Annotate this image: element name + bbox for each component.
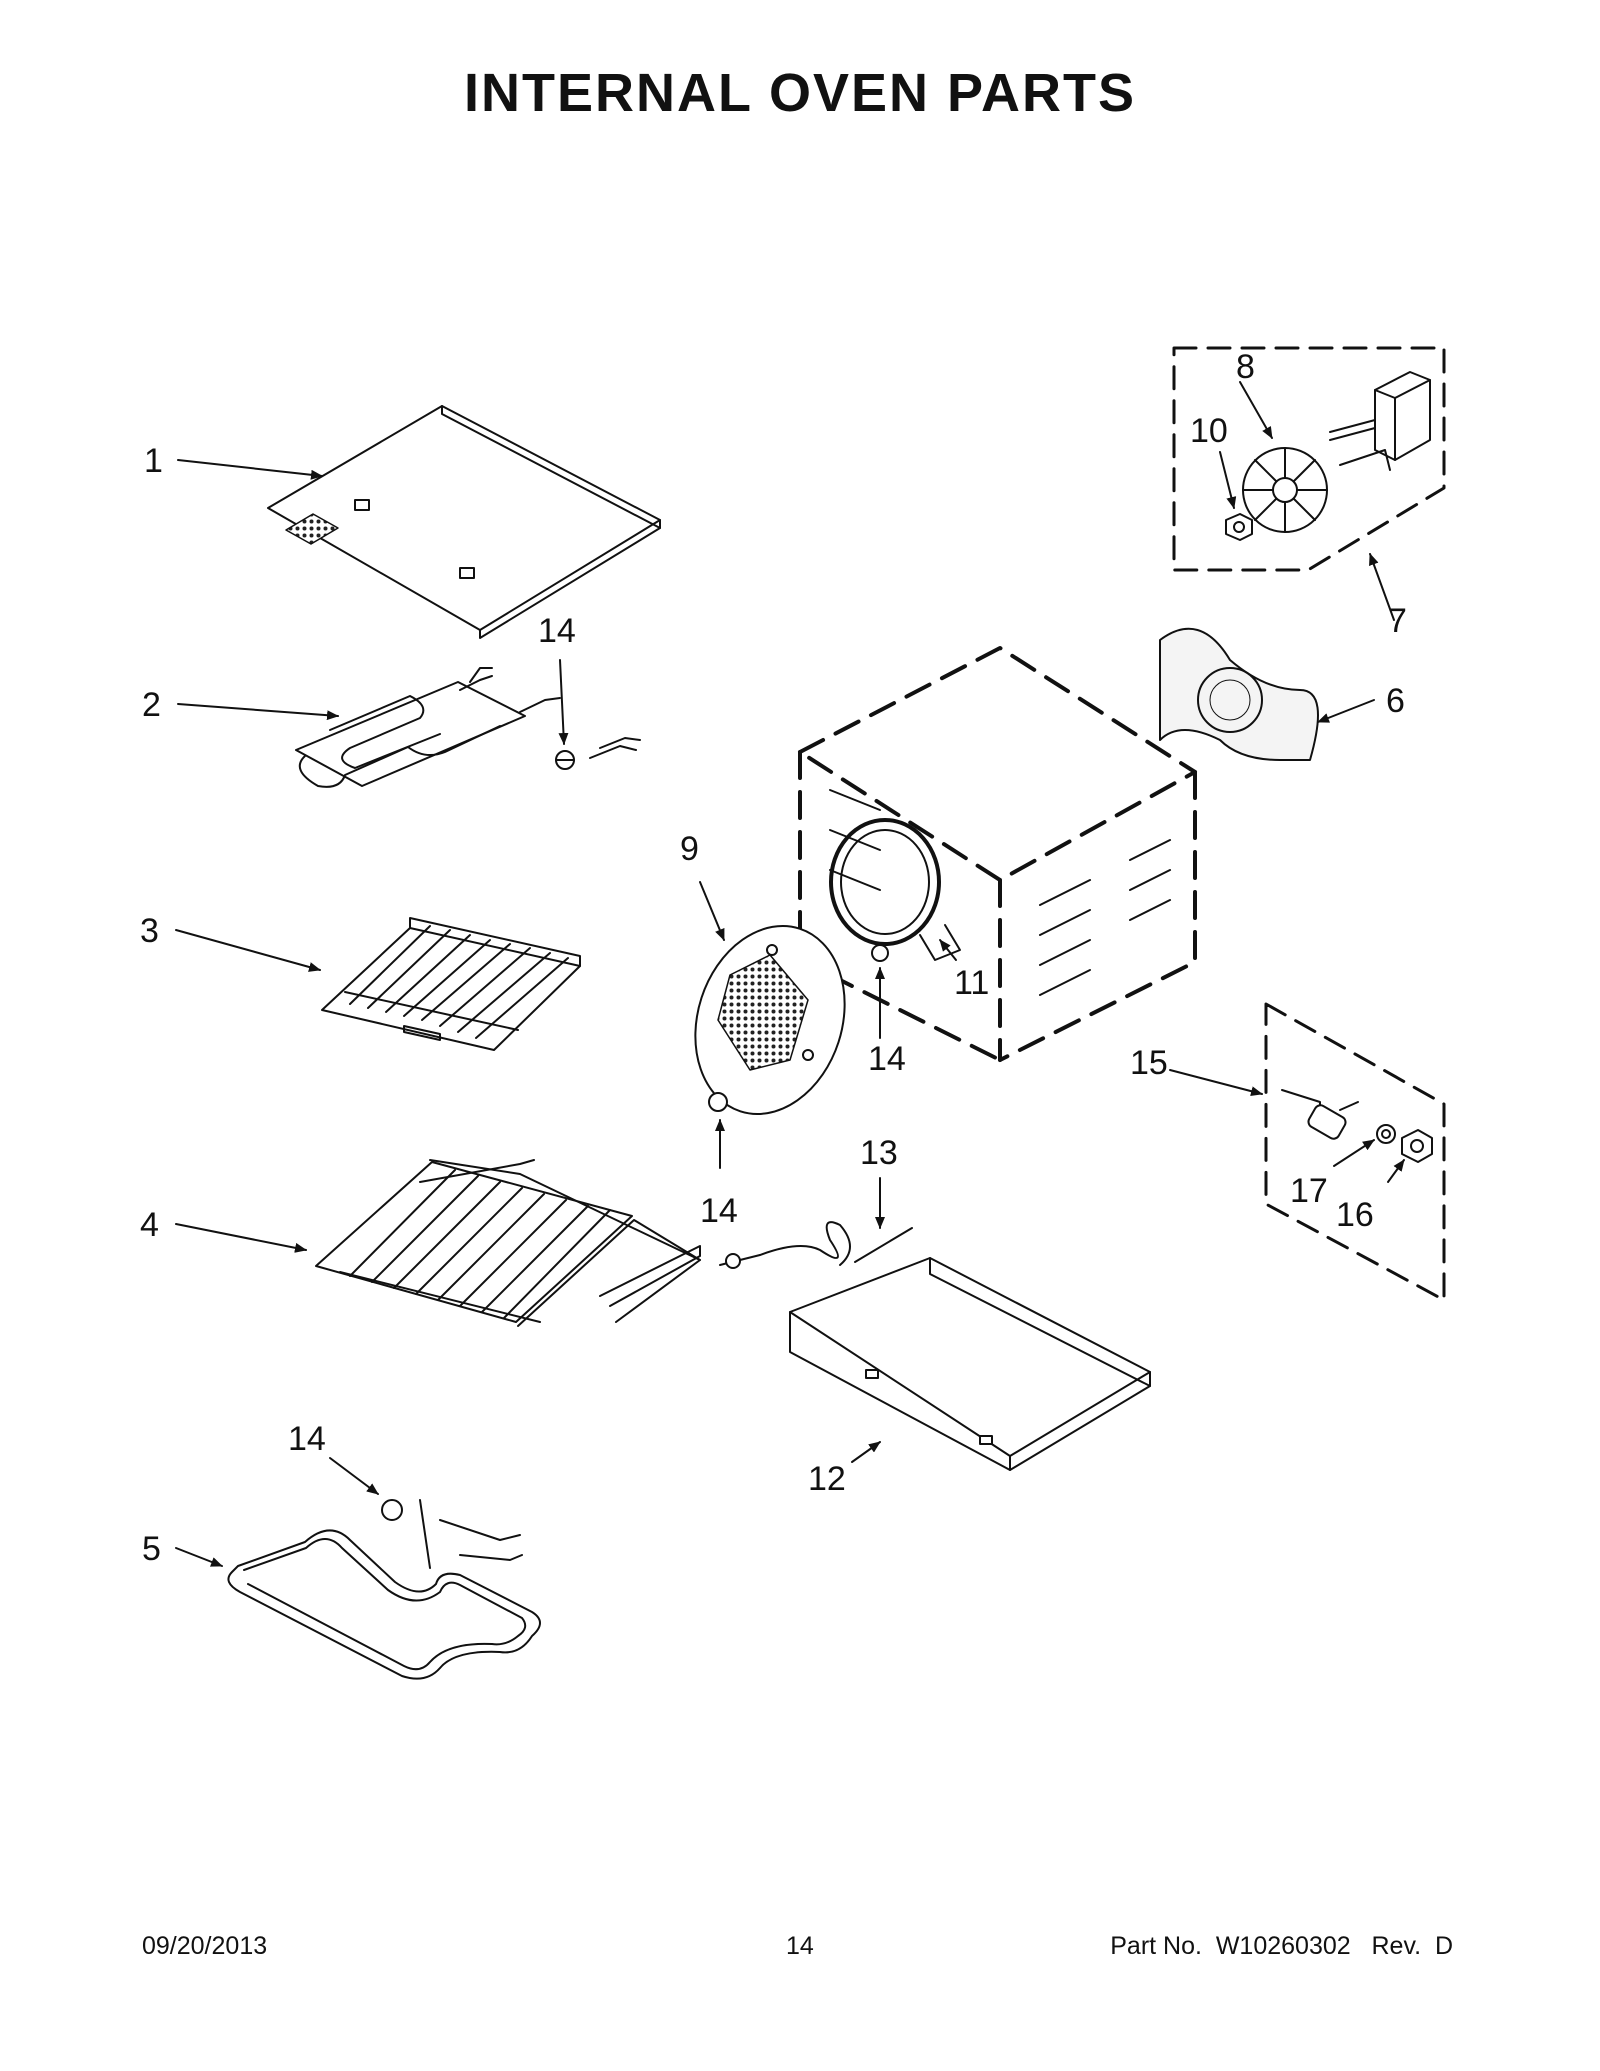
- convection-back-cover: [694, 925, 846, 1115]
- oven-rack: [321, 917, 581, 1051]
- sensor-nut: [1401, 1129, 1433, 1163]
- temperature-sensor-assembly: [1264, 1002, 1446, 1302]
- callout-14-d: 14: [288, 1420, 326, 1458]
- callout-17: 17: [1290, 1172, 1328, 1210]
- callout-6: 6: [1386, 682, 1405, 720]
- callout-8: 8: [1236, 348, 1255, 386]
- callout-10: 10: [1190, 412, 1228, 450]
- callout-12: 12: [808, 1460, 846, 1498]
- convection-element: [829, 818, 961, 962]
- footer-date: 09/20/2013: [142, 1932, 268, 1960]
- convection-fan-cover: [1159, 627, 1319, 761]
- convection-fan-blade: [1242, 447, 1328, 533]
- callout-14-b: 14: [868, 1040, 906, 1078]
- broil-element: [295, 667, 641, 788]
- footer-page-number: 14: [786, 1932, 814, 1960]
- callout-11: 11: [954, 964, 989, 1002]
- leader-arrows: [175, 381, 1405, 1567]
- callout-9: 9: [680, 830, 699, 868]
- callout-1: 1: [144, 442, 163, 480]
- callout-16: 16: [1336, 1196, 1374, 1234]
- bake-element: [227, 1499, 541, 1680]
- callout-4: 4: [140, 1206, 159, 1244]
- sliding-oven-rack: [315, 1159, 701, 1327]
- convection-motor-assembly: [1172, 346, 1446, 572]
- oven-bottom-tray: [789, 1257, 1151, 1471]
- callout-14-c: 14: [700, 1192, 738, 1230]
- oven-cavity: [798, 646, 1197, 1062]
- meat-probe: [719, 1221, 913, 1269]
- oven-top-panel: [267, 405, 661, 639]
- footer-part-number: Part No. W10260302 Rev. D: [1110, 1932, 1453, 1960]
- callout-14-a: 14: [538, 612, 576, 650]
- callout-5: 5: [142, 1530, 161, 1568]
- callout-3: 3: [140, 912, 159, 950]
- oven-cavity-slots: [829, 789, 1171, 996]
- fan-nut: [1225, 513, 1253, 541]
- callout-2: 2: [142, 686, 161, 724]
- callout-13: 13: [860, 1134, 898, 1172]
- callout-7: 7: [1388, 602, 1407, 640]
- callout-15: 15: [1130, 1044, 1168, 1082]
- sensor-washer: [1376, 1124, 1396, 1144]
- page-title: INTERNAL OVEN PARTS: [463, 63, 1137, 123]
